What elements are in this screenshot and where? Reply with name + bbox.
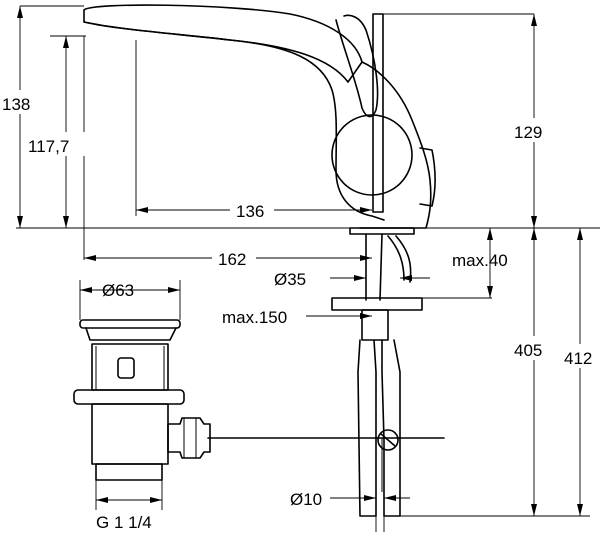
- waste-assembly: [73, 319, 211, 481]
- label-diameter-63: Ø63: [102, 281, 134, 300]
- body-back: [359, 61, 432, 229]
- hose-right: [381, 339, 401, 517]
- label-depth-405: 405: [514, 341, 542, 360]
- hose-left: [357, 339, 377, 517]
- label-thread-g114: G 1 1/4: [96, 513, 152, 532]
- label-reach-162: 162: [218, 250, 246, 269]
- faucet-outline: [83, 4, 436, 235]
- label-diameter-10: Ø10: [290, 490, 322, 509]
- lever: [335, 14, 379, 118]
- waste-nut: [73, 389, 185, 405]
- pivot-connector: [167, 417, 211, 459]
- label-height-129: 129: [514, 123, 542, 142]
- label-max-150: max.150: [222, 308, 287, 327]
- label-height-138: 138: [2, 95, 30, 114]
- waste-slot: [117, 357, 135, 379]
- label-max-40: max.40: [452, 251, 508, 270]
- waste-body-upper: [91, 343, 169, 391]
- waste-body-lower: [91, 403, 169, 465]
- base-plate: [349, 227, 415, 235]
- label-height-117: 117,7: [28, 137, 69, 156]
- label-depth-412: 412: [564, 349, 592, 368]
- dimension-labels: 138 117,7 129 136 162 Ø63 Ø35 max.40 max…: [0, 90, 600, 532]
- waste-flange: [79, 319, 181, 329]
- rear-knob: [419, 147, 436, 207]
- body-front: [83, 21, 385, 221]
- fixing-bracket: [361, 309, 389, 341]
- label-reach-136: 136: [236, 202, 264, 221]
- label-diameter-35: Ø35: [274, 270, 306, 289]
- mounting-tail: [207, 233, 445, 517]
- rod-clamp: [377, 429, 399, 451]
- waste-tail: [95, 463, 163, 481]
- cartridge-circle: [331, 114, 413, 196]
- fixing-nut: [331, 297, 423, 311]
- dimension-lines: [16, 5, 600, 532]
